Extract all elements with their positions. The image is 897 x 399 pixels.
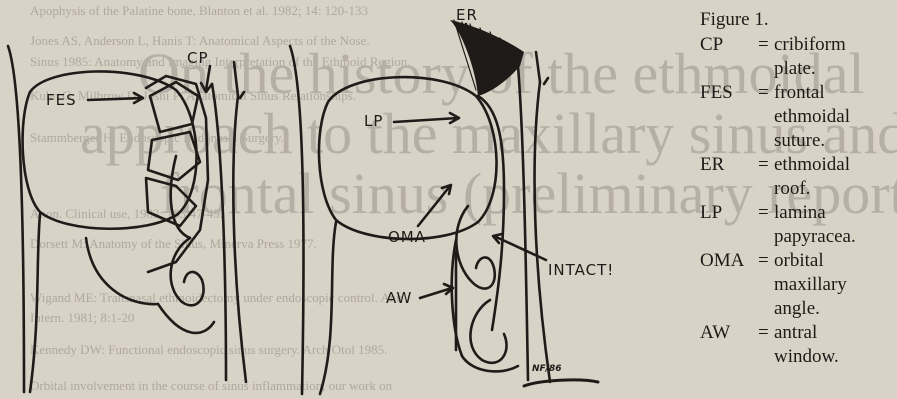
legend-def-line: window.: [774, 345, 895, 369]
legend-entry-cp: CP = cribiform plate.: [700, 33, 895, 81]
aw-label: AW: [386, 289, 412, 307]
left-cell-2: [148, 132, 200, 180]
legend-abbr: AW: [700, 321, 758, 369]
intact-label: INTACT!: [548, 261, 614, 279]
legend-definition: cribiform plate.: [774, 33, 895, 81]
legend-def-line: frontal: [774, 81, 895, 105]
right-turbinate: [470, 300, 506, 363]
right-section-diagram: [290, 24, 598, 394]
aw-arrow: [420, 284, 453, 298]
legend-abbr: FES: [700, 81, 758, 153]
legend-def-line: ethmoidal: [774, 105, 895, 129]
legend-def-line: antral: [774, 321, 895, 345]
left-outer-wall: [8, 46, 24, 392]
lp-label: LP: [364, 112, 383, 130]
legend-def-line: suture.: [774, 129, 895, 153]
legend-def-line: lamina: [774, 201, 895, 225]
right-inner-contour: [320, 222, 336, 394]
legend-abbr: ER: [700, 153, 758, 201]
figure-legend: Figure 1. CP = cribiform plate. FES = fr…: [700, 8, 895, 369]
er-label: ER: [456, 6, 478, 24]
legend-definition: ethmoidal roof.: [774, 153, 895, 201]
right-tip-hook: [544, 78, 548, 84]
legend-equals: =: [758, 33, 774, 81]
legend-entry-fes: FES = frontal ethmoidal suture.: [700, 81, 895, 153]
legend-def-line: plate.: [774, 57, 895, 81]
legend-abbr: LP: [700, 201, 758, 249]
ethmoidal-roof-shading: [450, 20, 524, 96]
legend-equals: =: [758, 201, 774, 249]
right-outer-wall: [290, 46, 304, 394]
lp-arrow: [394, 113, 459, 123]
legend-def-line: roof.: [774, 177, 895, 201]
oma-arrow: [418, 185, 451, 226]
legend-entry-lp: LP = lamina papyracea.: [700, 201, 895, 249]
right-septum-inner: [535, 82, 550, 382]
legend-def-line: angle.: [774, 297, 895, 321]
legend-definition: frontal ethmoidal suture.: [774, 81, 895, 153]
right-lamina: [456, 206, 494, 289]
fes-label: FES: [46, 91, 77, 109]
left-tip-hook: [240, 92, 244, 98]
legend-def-line: ethmoidal: [774, 153, 895, 177]
right-septum-tip: [536, 52, 540, 82]
cp-arrow: [201, 66, 212, 92]
left-floor: [158, 304, 214, 333]
left-ethmoid-frame: [146, 76, 208, 272]
legend-equals: =: [758, 249, 774, 321]
legend-entry-aw: AW = antral window.: [700, 321, 895, 369]
oma-label: OMA: [388, 228, 426, 246]
figure-caption: Figure 1.: [700, 8, 895, 32]
legend-definition: orbital maxillary angle.: [774, 249, 895, 321]
left-septum-inner: [233, 96, 246, 382]
right-ethmoid-wall: [478, 96, 504, 330]
right-septum-outer: [518, 66, 528, 380]
cp-label: CP: [187, 49, 209, 67]
left-section-diagram: [8, 46, 246, 392]
legend-entry-oma: OMA = orbital maxillary angle.: [700, 249, 895, 321]
legend-def-line: maxillary: [774, 273, 895, 297]
left-inner-contour: [30, 214, 40, 392]
legend-equals: =: [758, 81, 774, 153]
legend-definition: antral window.: [774, 321, 895, 369]
legend-def-line: orbital: [774, 249, 895, 273]
legend-def-line: papyracea.: [774, 225, 895, 249]
signature: NF/86: [532, 364, 562, 374]
left-septum-outer: [212, 84, 226, 380]
right-orbit: [319, 77, 497, 239]
legend-def-line: cribiform: [774, 33, 895, 57]
legend-abbr: CP: [700, 33, 758, 81]
left-septum-tip: [234, 62, 238, 96]
legend-equals: =: [758, 153, 774, 201]
legend-abbr: OMA: [700, 249, 758, 321]
fes-arrow: [88, 93, 143, 103]
legend-equals: =: [758, 321, 774, 369]
legend-entry-er: ER = ethmoidal roof.: [700, 153, 895, 201]
bottom-stroke: [524, 380, 598, 386]
legend-definition: lamina papyracea.: [774, 201, 895, 249]
